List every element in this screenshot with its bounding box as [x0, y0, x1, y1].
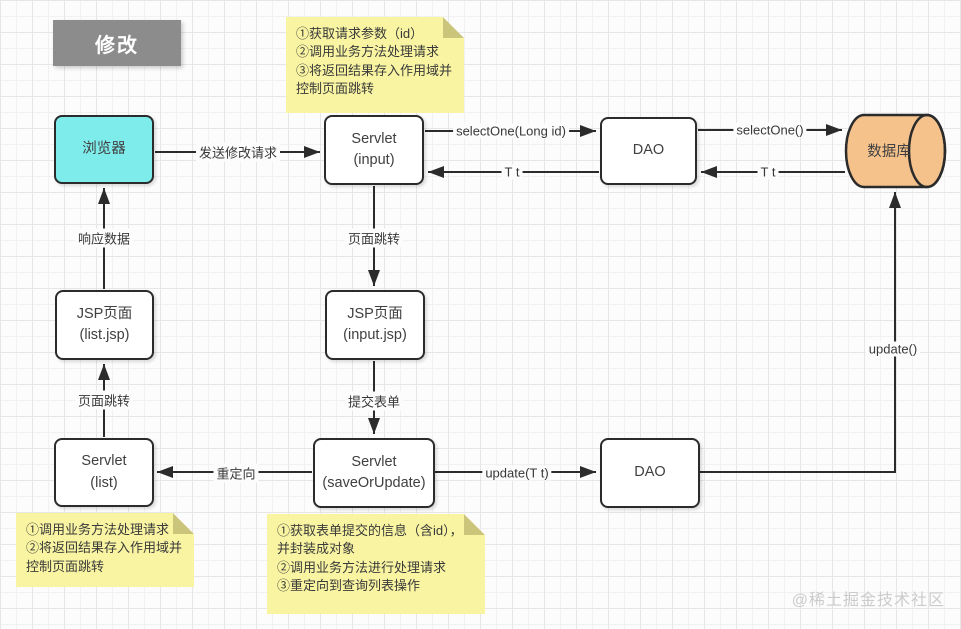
note-bottom-middle: ①获取表单提交的信息（含id）， 并封装成对象 ②调用业务方法进行处理请求 ③重…	[267, 514, 485, 614]
node-dao-bottom: DAO	[600, 438, 700, 508]
node-servlet-list: Servlet (list)	[54, 438, 154, 507]
edge-label-update-t-t: update(T t)	[482, 465, 552, 481]
watermark: @稀土掘金技术社区	[791, 592, 945, 609]
diagram-title: 修改	[53, 20, 181, 66]
node-database-label: 数据库	[867, 144, 911, 160]
edge-update-to-database	[700, 192, 901, 473]
edge-label-send-request: 发送修改请求	[195, 142, 281, 162]
note-bottom-left-text: ①调用业务方法处理请求 ②将返回结果存入作用域并 控制页面跳转	[26, 522, 183, 574]
node-dao-top: DAO	[600, 117, 697, 185]
edge-label-submit-form: 提交表单	[344, 391, 404, 411]
edge-label-t-t-right: T t	[757, 164, 779, 180]
edge-label-page-jump-mid: 页面跳转	[344, 228, 404, 248]
note-bottom-left: ①调用业务方法处理请求 ②将返回结果存入作用域并 控制页面跳转	[16, 513, 194, 587]
edge-label-redirect: 重定向	[213, 463, 259, 483]
edge-label-selectone: selectOne()	[733, 122, 807, 138]
node-jsp-list: JSP页面 (list.jsp)	[55, 290, 154, 360]
node-jsp-input: JSP页面 (input.jsp)	[325, 290, 425, 360]
database-cylinder-shape	[844, 113, 947, 189]
note-bottom-middle-text: ①获取表单提交的信息（含id）， 并封装成对象 ②调用业务方法进行处理请求 ③重…	[277, 523, 463, 594]
node-browser: 浏览器	[54, 115, 154, 184]
edge-label-t-t-top: T t	[501, 164, 523, 180]
note-top-text: ①获取请求参数（id） ②调用业务方法处理请求 ③将返回结果存入作用域并 控制页…	[296, 26, 453, 97]
edge-label-page-jump-left: 页面跳转	[74, 390, 134, 410]
note-top: ①获取请求参数（id） ②调用业务方法处理请求 ③将返回结果存入作用域并 控制页…	[286, 17, 464, 113]
edge-label-response-data: 响应数据	[74, 228, 134, 248]
edge-label-selectone-long-id: selectOne(Long id)	[453, 123, 569, 139]
node-servlet-input: Servlet (input)	[324, 115, 424, 185]
node-servlet-save-or-update: Servlet (saveOrUpdate)	[313, 438, 435, 508]
edge-label-update: update()	[865, 341, 921, 357]
